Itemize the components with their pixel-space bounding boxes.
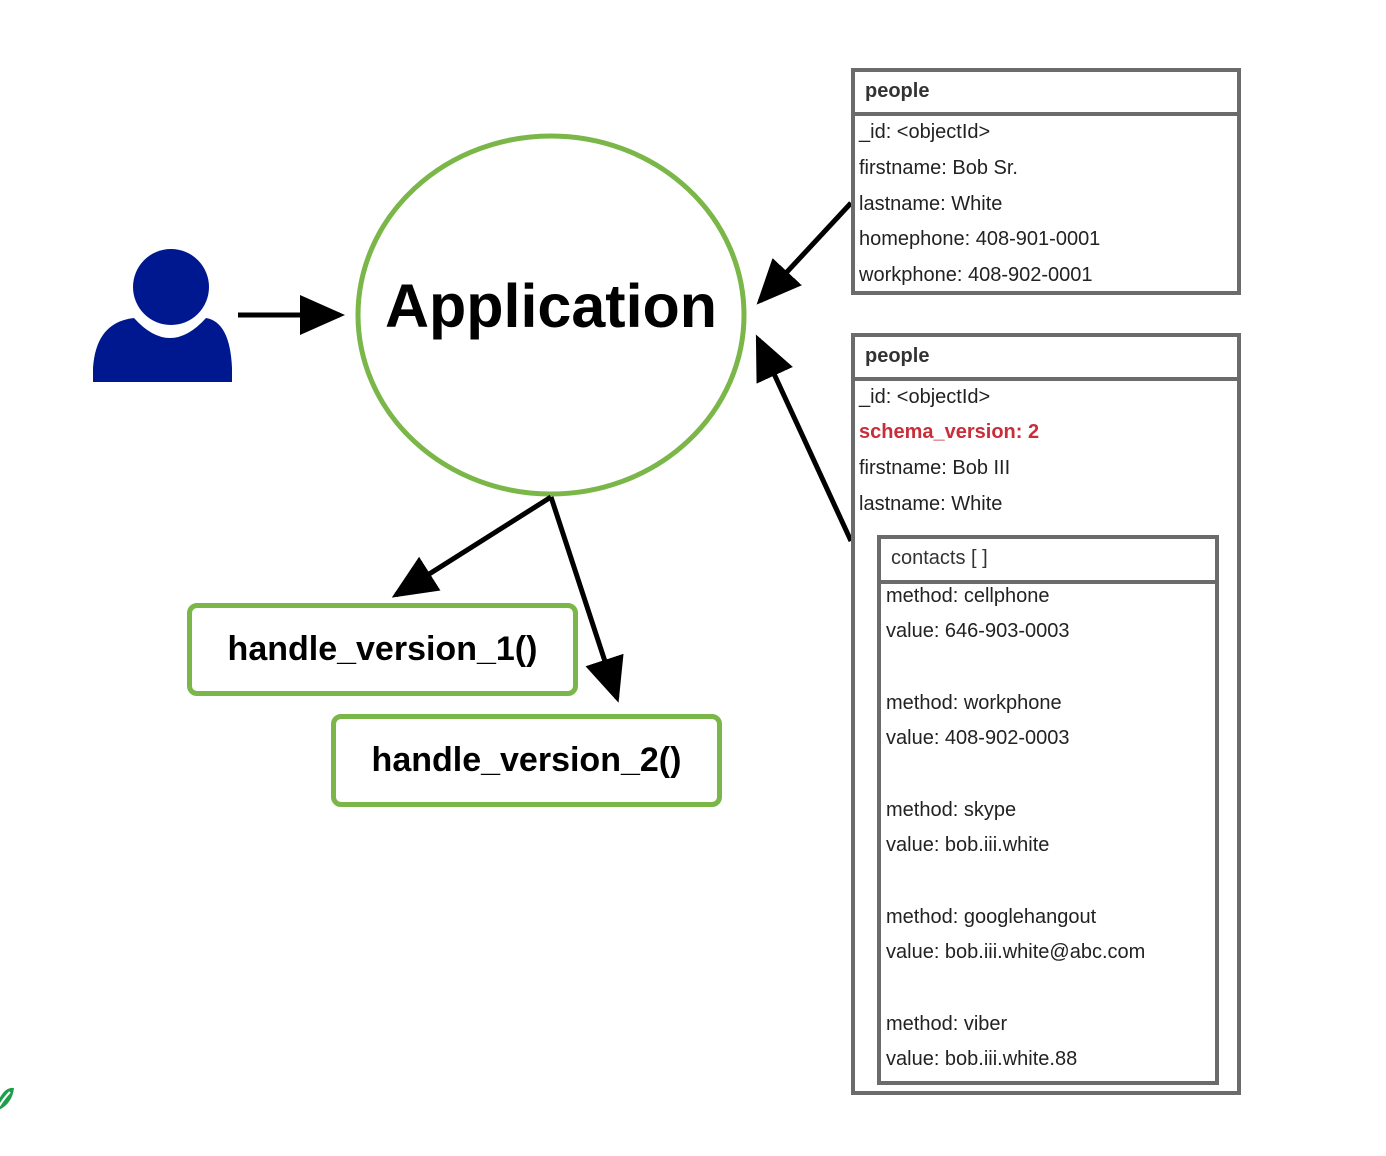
- field-homephone: homephone: 408-901-0001: [859, 228, 1101, 250]
- contact-method: method: viber: [886, 1013, 1008, 1035]
- contact-method: method: workphone: [886, 692, 1062, 714]
- handle-version-1-node: handle_version_1(): [187, 603, 578, 696]
- contact-method: method: googlehangout: [886, 906, 1097, 928]
- field-lastname: lastname: White: [859, 193, 1003, 215]
- field-firstname: firstname: Bob Sr.: [859, 157, 1018, 179]
- leaf-icon: [0, 1087, 14, 1110]
- document-header: people: [855, 337, 1237, 381]
- field-firstname: firstname: Bob III: [859, 457, 1011, 479]
- contact-value: value: 408-902-0003: [886, 727, 1070, 749]
- user-icon: [93, 249, 232, 382]
- arrow-doc2-to-app: [755, 334, 854, 543]
- document-header: people: [855, 72, 1237, 116]
- handle-version-2-node: handle_version_2(): [331, 714, 722, 807]
- contact-value: value: bob.iii.white: [886, 834, 1050, 856]
- field-id: _id: <objectId>: [859, 386, 991, 408]
- field-lastname: lastname: White: [859, 493, 1003, 515]
- contact-method: method: cellphone: [886, 585, 1050, 607]
- application-label: Application: [384, 272, 718, 340]
- contact-value: value: 646-903-0003: [886, 620, 1070, 642]
- people-document-v1: people _id: <objectId> firstname: Bob Sr…: [851, 68, 1241, 295]
- contact-value: value: bob.iii.white@abc.com: [886, 941, 1146, 963]
- field-id: _id: <objectId>: [859, 121, 991, 143]
- contact-method: method: skype: [886, 799, 1017, 821]
- field-schema-version: schema_version: 2: [859, 421, 1040, 443]
- contacts-array: contacts [ ] method: cellphone value: 64…: [877, 535, 1219, 1085]
- application-node: [355, 133, 747, 497]
- field-workphone: workphone: 408-902-0001: [859, 264, 1093, 286]
- arrow-app-to-v1: [391, 494, 553, 598]
- arrow-doc1-to-app: [756, 201, 853, 305]
- people-document-v2: people _id: <objectId> schema_version: 2…: [851, 333, 1241, 1095]
- contact-value: value: bob.iii.white.88: [886, 1048, 1078, 1070]
- contacts-header: contacts [ ]: [881, 539, 1215, 584]
- arrow-app-to-v2: [548, 496, 624, 703]
